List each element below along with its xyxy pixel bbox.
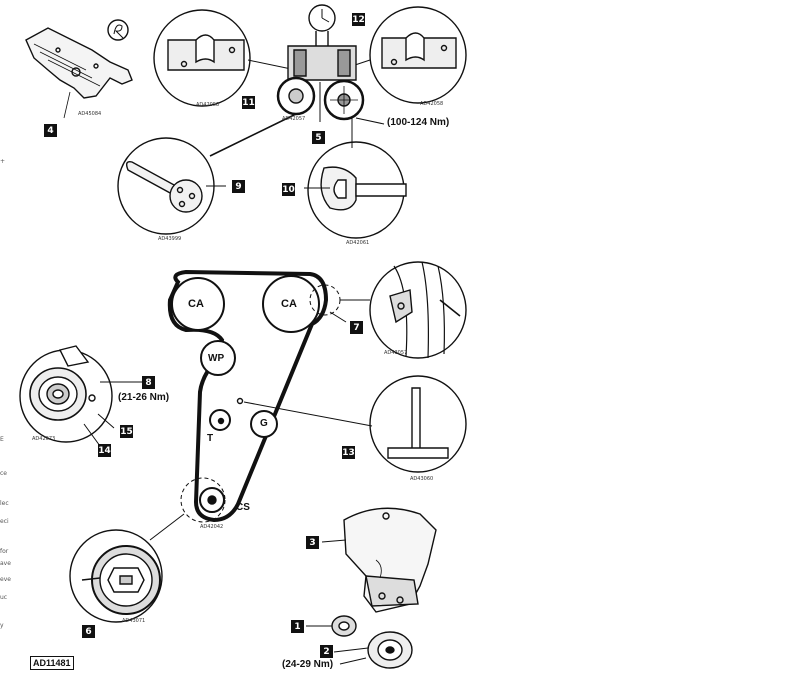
cam-cover-drawing: [25, 27, 133, 119]
callout-10: 10: [282, 183, 295, 196]
callout-2: 2: [320, 645, 333, 658]
callout-15: 15: [120, 425, 133, 438]
callout-4: 4: [44, 124, 57, 137]
detail-12-circle: [369, 6, 467, 104]
code-14: AD42073: [32, 436, 56, 442]
label-wp: WP: [208, 353, 225, 364]
code-9: AD43999: [158, 236, 182, 242]
wp-pulley: [200, 340, 236, 376]
figure-id: AD11481: [30, 656, 74, 670]
callout-6: 6: [82, 625, 95, 638]
label-t: T: [207, 433, 214, 444]
edge-fragment-2: ce: [0, 470, 7, 477]
label-cs: CS: [236, 502, 250, 513]
callout-12: 12: [352, 13, 365, 26]
code-11a: AD42058: [196, 102, 220, 108]
callout-9: 9: [232, 180, 245, 193]
edge-fragment-1: E: [0, 436, 4, 443]
callout-5: 5: [312, 131, 325, 144]
torque-cam: (100-124 Nm): [387, 117, 450, 128]
guide-dot: [236, 397, 244, 405]
code-6: AD43071: [122, 618, 146, 624]
callout-13: 13: [342, 446, 355, 459]
registered-symbol: [107, 19, 129, 41]
edge-fragment-7: eve: [0, 576, 11, 583]
code-7: AD43057: [384, 350, 408, 356]
callout-14: 14: [98, 444, 111, 457]
label-ca-right: CA: [281, 298, 297, 310]
torque-crank: (24-29 Nm): [282, 659, 334, 670]
callout-7: 7: [350, 321, 363, 334]
crank-dashed-circle: [180, 477, 226, 523]
edge-fragment-0: +: [0, 158, 6, 165]
callout-1: 1: [291, 620, 304, 633]
detail-6-circle: [69, 529, 163, 623]
callout-11: 11: [242, 96, 255, 109]
code-12: AD42058: [420, 101, 444, 107]
edge-fragment-3: lec: [0, 500, 9, 507]
code-crank-detail: AD42042: [200, 524, 224, 530]
label-ca-left: CA: [188, 298, 204, 310]
detail-13-circle: [369, 375, 467, 473]
code-11b: AD42057: [282, 116, 306, 122]
torque-tensioner: (21-26 Nm): [118, 392, 170, 403]
detail-7-circle: [369, 261, 467, 359]
edge-fragment-4: eci: [0, 518, 9, 525]
ca-left-sprocket: [171, 277, 225, 331]
code-10: AD42061: [346, 240, 370, 246]
callout-3: 3: [306, 536, 319, 549]
edge-fragment-6: ave: [0, 560, 11, 567]
edge-fragment-5: for: [0, 548, 9, 555]
lower-cover-drawing: [343, 507, 437, 613]
code-13: AD43060: [410, 476, 434, 482]
ca-right-sprocket: [262, 275, 320, 333]
edge-fragment-8: uc: [0, 594, 8, 601]
code-4: AD45084: [78, 111, 102, 117]
callout-8: 8: [142, 376, 155, 389]
edge-fragment-9: y: [0, 622, 4, 629]
guide-pulley: [250, 410, 278, 438]
label-g: G: [260, 418, 268, 429]
detail-11-circle: [153, 9, 251, 107]
